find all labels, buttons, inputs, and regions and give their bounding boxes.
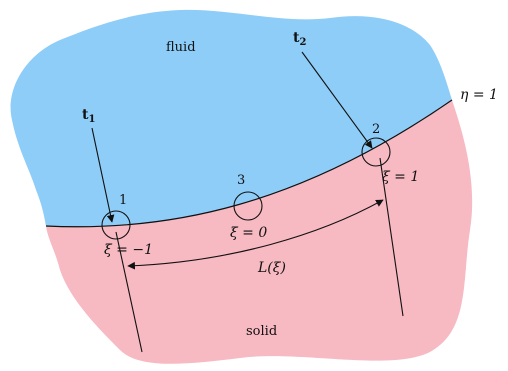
node-2-coord: ξ = 1 xyxy=(382,169,419,185)
traction-t2-label: t2 xyxy=(293,30,306,48)
traction-t2-arrow xyxy=(301,51,373,149)
solid-label: solid xyxy=(246,324,277,339)
node-1-number: 1 xyxy=(119,193,127,208)
arc-length-arrow xyxy=(127,199,384,270)
fluid-region xyxy=(10,9,453,227)
arc-length-label: L(ξ) xyxy=(257,260,286,276)
traction-t1-label: t1 xyxy=(82,107,95,125)
node-1-coord: ξ = −1 xyxy=(104,242,153,258)
normal-line-1 xyxy=(115,231,143,353)
normal-line-2 xyxy=(379,157,404,317)
node-2-number: 2 xyxy=(372,122,380,137)
node-2-circle xyxy=(361,137,391,167)
traction-t1-arrow xyxy=(91,127,115,223)
node-3-number: 3 xyxy=(237,173,245,188)
fluid-label: fluid xyxy=(166,40,196,55)
interface-label: η = 1 xyxy=(460,87,498,103)
node-3-coord: ξ = 0 xyxy=(230,225,267,241)
